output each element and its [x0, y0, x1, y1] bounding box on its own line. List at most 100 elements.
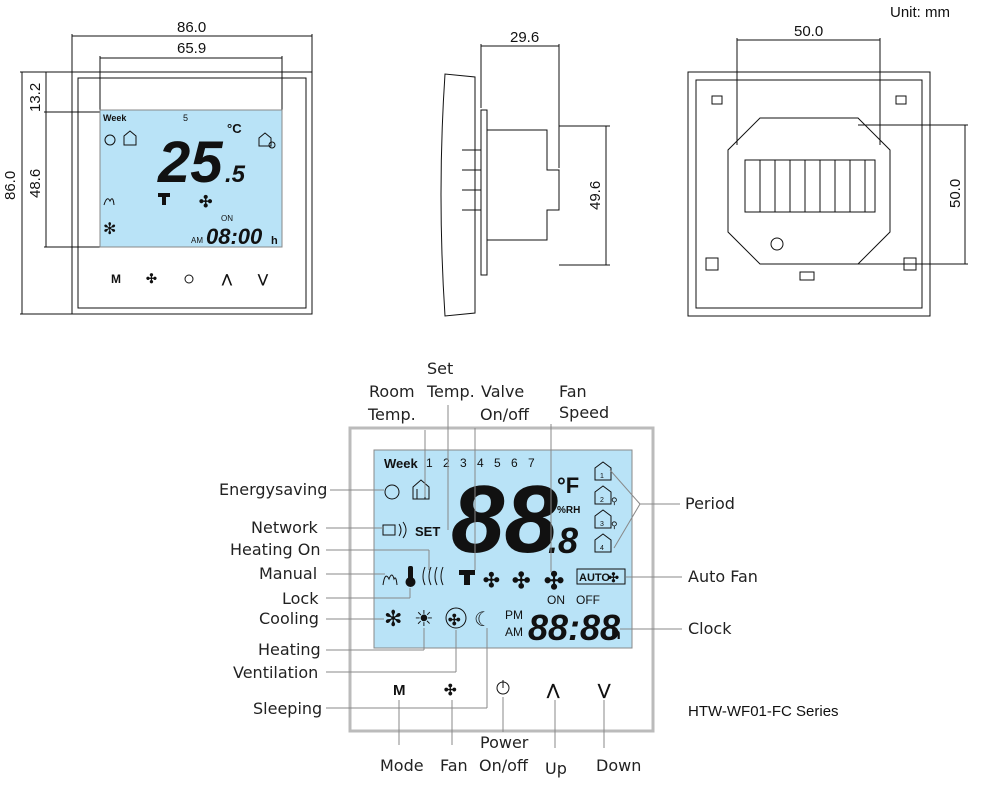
svg-text:1: 1 — [600, 473, 604, 480]
callout-valve-2: On/off — [480, 405, 530, 424]
svg-text:✻: ✻ — [103, 221, 116, 238]
detail-day-2: 2 — [443, 456, 450, 470]
front-am-label: AM — [191, 236, 203, 245]
front-day-label: 5 — [183, 113, 188, 123]
svg-text:3: 3 — [600, 521, 604, 528]
detail-fan-high-icon: ✣ — [544, 568, 564, 595]
detail-heating-icon: ☀ — [414, 606, 434, 631]
front-cooling-icon: ✻ — [103, 221, 116, 238]
detail-clock: 88:88 — [528, 607, 620, 648]
width-inner-label: 65.9 — [177, 40, 206, 57]
detail-on-label: ON — [547, 593, 565, 607]
back-width-label: 50.0 — [794, 23, 823, 40]
detail-day-5: 5 — [494, 456, 501, 470]
detail-day-4: 4 — [477, 456, 484, 470]
front-temp-decimal: .5 — [225, 161, 246, 188]
detail-fan-mid-icon: ✣ — [512, 568, 530, 593]
detail-up-button[interactable]: ⋀ — [546, 682, 560, 699]
callout-manual: Manual — [259, 564, 317, 583]
width-outer-label: 86.0 — [177, 19, 206, 36]
detail-pm-label: PM — [505, 608, 523, 622]
offset-top-label: 13.2 — [27, 83, 44, 112]
svg-text:⚲: ⚲ — [611, 520, 618, 530]
front-mode-button[interactable]: M — [111, 272, 121, 286]
detail-period-3-icon: 3⚲ — [594, 509, 618, 530]
unit-label: Unit: mm — [890, 4, 950, 21]
front-house-icon — [123, 130, 137, 146]
detail-day-6: 6 — [511, 456, 518, 470]
front-lcd-screen — [99, 109, 283, 248]
detail-set: SET — [415, 524, 440, 539]
svg-text:2: 2 — [600, 497, 604, 504]
side-body — [486, 129, 560, 241]
detail-auto-fan-icon: ✣ — [608, 570, 619, 585]
callout-set-temp-1: Set — [427, 359, 453, 378]
detail-sleeping-icon: ☾ — [474, 609, 492, 631]
lcd-detail-panel: Week 1 2 3 4 5 6 7 88 .8 °F %RH SET 1 2⚲… — [348, 426, 655, 733]
detail-heating-on-icon — [422, 566, 444, 586]
front-energysaving-icon — [104, 134, 116, 146]
front-down-button[interactable]: ⋁ — [257, 272, 269, 286]
callout-heating: Heating — [258, 640, 321, 659]
detail-mode-button[interactable]: M — [393, 682, 406, 699]
callout-room-temp-1: Room — [369, 382, 415, 401]
callout-fan-speed-2: Speed — [559, 403, 609, 422]
front-period-icon — [258, 132, 276, 149]
callout-heating-on: Heating On — [230, 540, 321, 559]
detail-fan-button[interactable]: ✣ — [444, 682, 457, 699]
callout-down: Down — [596, 756, 641, 775]
callout-period: Period — [685, 494, 735, 513]
front-temp-unit: °C — [227, 121, 242, 136]
front-temp-main: 25 — [157, 130, 223, 195]
detail-day-7: 7 — [528, 456, 535, 470]
callout-room-temp-2: Temp. — [367, 405, 416, 424]
detail-day-3: 3 — [460, 456, 467, 470]
detail-lock-icon — [405, 566, 416, 587]
front-week-label: Week — [103, 113, 127, 123]
side-front-shell — [440, 73, 476, 317]
detail-decimal: .8 — [548, 520, 578, 561]
detail-down-button[interactable]: ⋁ — [597, 682, 611, 699]
height-outer-label: 86.0 — [2, 171, 19, 200]
svg-text:4: 4 — [600, 545, 604, 552]
depth-label: 29.6 — [510, 29, 539, 46]
callout-lock: Lock — [282, 589, 319, 608]
detail-big-digits: 88 — [451, 466, 558, 573]
callout-fan: Fan — [440, 756, 468, 775]
callout-sleeping: Sleeping — [253, 699, 322, 718]
front-fan-icon: ✣ — [199, 194, 213, 211]
back-terminals — [744, 159, 876, 213]
detail-cooling-icon: ✻ — [384, 606, 402, 631]
svg-text:✣: ✣ — [448, 612, 461, 629]
callout-labels: Room Temp. Set Temp. Valve On/off Fan Sp… — [219, 359, 839, 778]
back-terminal-block — [727, 117, 891, 265]
callout-up: Up — [545, 759, 567, 778]
detail-valve-icon — [459, 570, 475, 585]
detail-rh: %RH — [557, 505, 580, 516]
svg-text:✣: ✣ — [199, 194, 213, 211]
back-height-label: 50.0 — [947, 179, 964, 208]
height-inner-label: 48.6 — [27, 169, 44, 198]
callout-mode: Mode — [380, 756, 424, 775]
front-up-button[interactable]: ⋀ — [221, 272, 233, 286]
front-outer-frame — [71, 71, 313, 315]
callout-ventilation: Ventilation — [233, 663, 318, 682]
front-power-button[interactable] — [184, 274, 194, 284]
detail-fan-low-icon: ✣ — [483, 570, 500, 592]
side-view: 29.6 49.6 — [440, 29, 610, 317]
callout-fan-speed-1: Fan — [559, 382, 587, 401]
front-fan-button[interactable]: ✣ — [146, 271, 157, 286]
front-valve-icon — [158, 193, 170, 205]
detail-power-button[interactable] — [496, 680, 510, 695]
detail-period-2-icon: 2⚲ — [594, 485, 618, 506]
detail-day-1: 1 — [426, 456, 433, 470]
front-on-label: ON — [221, 214, 233, 223]
detail-am-label: AM — [505, 625, 523, 639]
detail-period-4-icon: 4 — [594, 533, 612, 553]
detail-unit-f: °F — [557, 473, 579, 498]
front-inner-frame — [77, 77, 307, 309]
detail-off-label: OFF — [576, 593, 600, 607]
detail-auto-box — [576, 568, 626, 585]
callout-valve-1: Valve — [481, 382, 524, 401]
